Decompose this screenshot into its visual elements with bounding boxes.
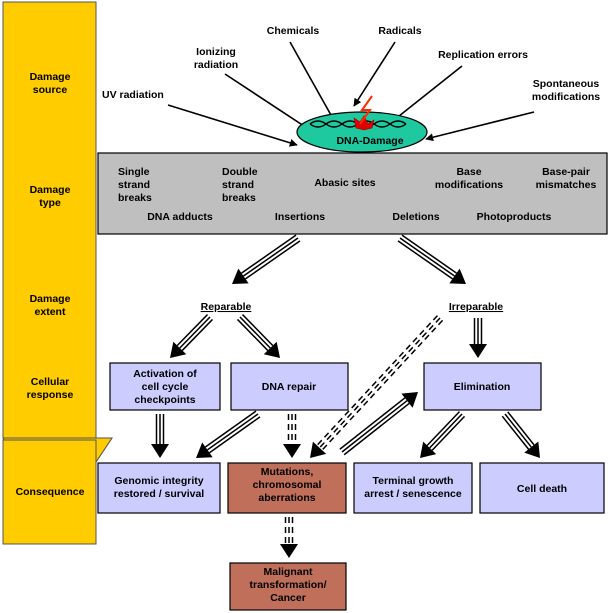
source-radicals: Radicals — [378, 25, 421, 37]
source-arrows — [167, 41, 535, 147]
consequence-stage-block — [2, 439, 97, 545]
arrow-uv — [167, 104, 298, 147]
arrow-reparable-to-repair — [236, 314, 280, 358]
arrow-type-to-reparable — [232, 234, 301, 284]
arrow-mutations-to-malignant-dashed — [280, 517, 298, 558]
arrow-elimination-to-death — [501, 411, 540, 458]
arrow-ionizing — [224, 73, 311, 131]
stage-label-consequence: Consequence — [16, 486, 85, 498]
elimination-box — [423, 362, 542, 411]
arrow-elimination-to-terminal — [420, 411, 466, 458]
source-uv-radiation: UV radiation — [102, 89, 164, 101]
arrow-reparable-to-checkpoints — [170, 314, 214, 358]
lightning-icon — [359, 95, 373, 125]
extent-reparable: Reparable — [201, 301, 252, 313]
arrow-replication — [388, 65, 463, 125]
dna-repair-label: DNA repair — [262, 381, 316, 393]
arrow-checkpoints-to-genomic — [151, 414, 169, 458]
arrow-type-to-irreparable — [397, 234, 466, 284]
arrow-repair-to-genomic — [196, 410, 261, 458]
arrow-mutations-to-elimination — [339, 392, 418, 456]
arrow-repair-to-mutations-dashed — [283, 414, 301, 458]
source-replication-errors: Replication errors — [438, 49, 528, 61]
dna-damage-label: DNA-Damage — [336, 135, 403, 147]
type-photoproducts: Photoproducts — [477, 211, 552, 223]
arrow-chemicals — [289, 41, 337, 125]
elimination-label: Elimination — [454, 381, 511, 393]
type-insertions: Insertions — [275, 211, 325, 223]
checkpoint-box — [109, 362, 221, 411]
extent-irreparable: Irreparable — [449, 301, 503, 313]
arrow-spontaneous — [425, 111, 535, 142]
arrow-radicals — [353, 41, 396, 107]
damage-type-box — [97, 152, 608, 235]
type-deletions: Deletions — [392, 211, 439, 223]
flow-arrows — [151, 234, 540, 558]
genomic-integrity-box — [97, 462, 221, 514]
cell-death-label: Cell death — [517, 483, 567, 495]
mutations-box — [227, 462, 347, 514]
terminal-growth-box — [353, 462, 473, 514]
malignant-box — [229, 562, 347, 611]
type-abasic-sites: Abasic sites — [314, 177, 375, 189]
cell-death-box — [479, 462, 605, 514]
type-dna-adducts: DNA adducts — [147, 211, 213, 223]
arrow-irreparable-to-mutations-dashed — [310, 315, 444, 458]
source-chemicals: Chemicals — [267, 25, 320, 37]
dna-break-icon — [353, 115, 375, 131]
dna-repair-box — [230, 362, 349, 411]
arrow-irreparable-to-elimination — [469, 318, 487, 358]
